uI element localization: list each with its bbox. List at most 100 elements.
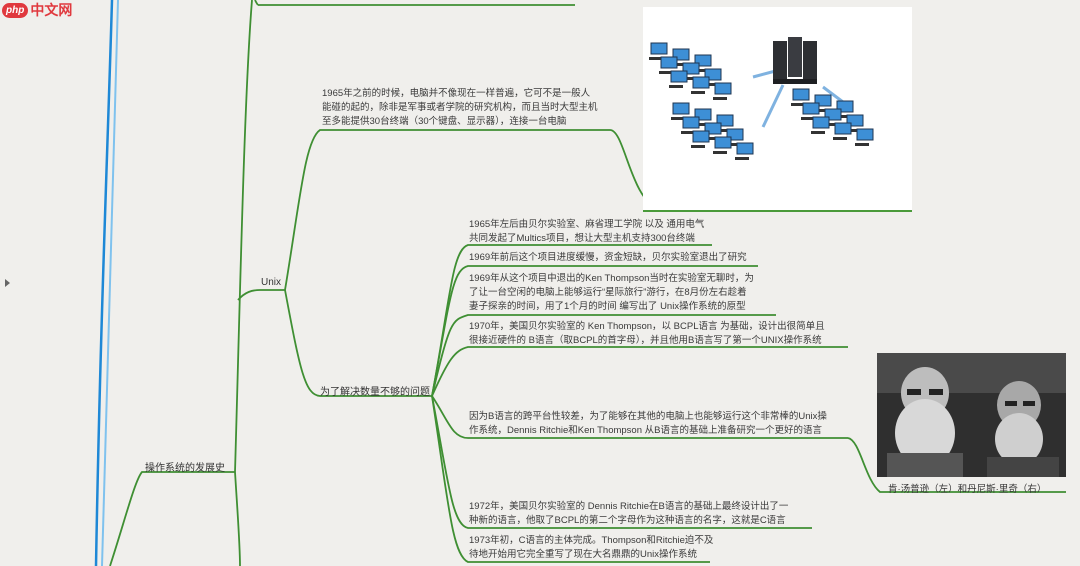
- text-line: 1965年左后由贝尔实验室、麻省理工学院 以及 通用电气: [469, 219, 705, 230]
- monitor-icon: [736, 142, 754, 155]
- monitor-icon: [814, 94, 832, 107]
- logo-text: 中文网: [30, 2, 73, 18]
- branch-line: [237, 289, 285, 301]
- monitor-icon: [692, 130, 710, 143]
- text-line: 能碰的起的，除非是军事或者学院的研究机构，而且当时大型主机: [322, 102, 598, 113]
- keyboard-icon: [681, 77, 695, 80]
- text-line: 共同发起了Multics项目，想让大型主机支持300台终端: [469, 233, 695, 244]
- keyboard-icon: [693, 123, 707, 126]
- keyboard-icon: [811, 131, 825, 134]
- branch-line: [234, 471, 241, 566]
- php-watermark-logo: php 中文网: [2, 2, 72, 18]
- logo-badge: php: [2, 2, 29, 18]
- text-line: 1969年从这个项目中退出的Ken Thompson当时在实验室无聊时，为: [469, 273, 754, 284]
- keyboard-icon: [713, 151, 727, 154]
- keyboard-icon: [671, 117, 685, 120]
- branch-line: [431, 395, 848, 439]
- photo-caption: 肯·汤普逊（左）和丹尼斯·里奇（右）: [888, 484, 1047, 495]
- text-line: 1965年之前的时候，电脑并不像现在一样普遍，它可不是一般人: [322, 88, 591, 99]
- node-b-language[interactable]: 因为B语言的跨平台性较差，为了能够在其他的电脑上也能够运行这个非常棒的Unix操…: [469, 410, 827, 438]
- monitor-icon: [726, 128, 744, 141]
- monitor-icon: [834, 122, 852, 135]
- text-line: 至多能提供30台终端（30个键盘、显示器），连接一台电脑: [322, 116, 567, 127]
- monitor-icon: [716, 114, 734, 127]
- keyboard-icon: [703, 137, 717, 140]
- collapse-arrow-icon[interactable]: [5, 279, 10, 287]
- monitor-icon: [836, 100, 854, 113]
- node-c-1972[interactable]: 1972年，美国贝尔实验室的 Dennis Ritchie在B语言的基础上最终设…: [469, 500, 788, 528]
- network-diagram-image: [643, 7, 912, 212]
- text-line: 了让一台空闲的电脑上能够运行“星际旅行”游行，在8月份左右趁着: [469, 287, 747, 298]
- monitor-icon: [704, 122, 722, 135]
- keyboard-icon: [813, 109, 827, 112]
- monitor-icon: [714, 82, 732, 95]
- text-line: 1970年，美国贝尔实验室的 Ken Thompson，以 BCPL语言 为基础…: [469, 321, 825, 332]
- branch-line: [431, 265, 758, 397]
- portrait-photo: [877, 353, 1066, 477]
- branch-line: [431, 395, 710, 563]
- text-line: 妻子探亲的时间，用了1个月的时间 编写出了 Unix操作系统的原型: [469, 301, 746, 312]
- monitor-icon: [714, 136, 732, 149]
- keyboard-icon: [791, 103, 805, 106]
- node-dev-history[interactable]: 操作系统的发展史: [145, 463, 225, 474]
- server-icon: [773, 37, 817, 84]
- node-solve-problem[interactable]: 为了解决数量不够的问题: [320, 387, 430, 398]
- network-illustration: [649, 37, 874, 160]
- keyboard-icon: [671, 63, 685, 66]
- keyboard-icon: [659, 71, 673, 74]
- branch-line: [431, 314, 776, 397]
- branch-line: [847, 437, 1066, 493]
- branch-line: [284, 129, 610, 291]
- spine-line: [101, 0, 119, 566]
- branch-line: [234, 0, 253, 473]
- monitor-icon: [802, 102, 820, 115]
- node-unix[interactable]: Unix: [261, 277, 282, 288]
- monitor-icon: [792, 88, 810, 101]
- ken-dennis-photo: [877, 353, 1066, 477]
- monitor-icon: [660, 56, 678, 69]
- keyboard-icon: [681, 131, 695, 134]
- monitor-icon: [682, 116, 700, 129]
- text-line: 很接近硬件的 B语言（取BCPL的首字母），并且他用B语言写了第一个UNIX操作…: [469, 335, 822, 346]
- keyboard-icon: [833, 137, 847, 140]
- branch-line: [254, 0, 259, 6]
- text-line: 种新的语言，他取了BCPL的第二个字母作为这种语言的名字，这就是C语言: [469, 515, 786, 526]
- branch-line: [109, 471, 235, 566]
- keyboard-icon: [823, 123, 837, 126]
- branch-line: [431, 346, 848, 397]
- monitor-icon: [672, 102, 690, 115]
- monitor-icon: [670, 70, 688, 83]
- keyboard-icon: [691, 91, 705, 94]
- node-bcpl-1970[interactable]: 1970年，美国贝尔实验室的 Ken Thompson，以 BCPL语言 为基础…: [469, 320, 825, 348]
- node-ken-1969[interactable]: 1969年从这个项目中退出的Ken Thompson当时在实验室无聊时，为 了让…: [469, 272, 754, 314]
- monitor-icon: [650, 42, 668, 55]
- keyboard-icon: [713, 97, 727, 100]
- branch-line: [431, 395, 812, 529]
- text-line: 待地开始用它完全重写了现在大名鼎鼎的Unix操作系统: [469, 549, 698, 560]
- monitor-icon: [704, 68, 722, 81]
- text-line: 作系统，Dennis Ritchie和Ken Thompson 从B语言的基础上…: [469, 425, 822, 436]
- branch-line: [284, 289, 432, 397]
- monitor-icon: [846, 114, 864, 127]
- monitor-icon: [672, 48, 690, 61]
- keyboard-icon: [693, 69, 707, 72]
- keyboard-icon: [703, 83, 717, 86]
- monitor-icon: [856, 128, 874, 141]
- keyboard-icon: [725, 143, 739, 146]
- keyboard-icon: [669, 85, 683, 88]
- keyboard-icon: [855, 143, 869, 146]
- node-mainframe-text[interactable]: 1965年之前的时候，电脑并不像现在一样普遍，它可不是一般人 能碰的起的，除非是…: [322, 87, 598, 129]
- node-quit-1969[interactable]: 1969年前后这个项目进度缓慢，资金短缺，贝尔实验室退出了研究: [469, 251, 747, 265]
- node-multics[interactable]: 1965年左后由贝尔实验室、麻省理工学院 以及 通用电气 共同发起了Multic…: [469, 218, 704, 246]
- text-line: 1972年，美国贝尔实验室的 Dennis Ritchie在B语言的基础上最终设…: [469, 501, 789, 512]
- text-line: 1973年初，C语言的主体完成。Thompson和Ritchie迫不及: [469, 535, 714, 546]
- monitor-icon: [812, 116, 830, 129]
- keyboard-icon: [649, 57, 663, 60]
- node-c-1973[interactable]: 1973年初，C语言的主体完成。Thompson和Ritchie迫不及 待地开始…: [469, 534, 713, 562]
- spine-line: [94, 0, 114, 566]
- monitor-icon: [692, 76, 710, 89]
- text-line: 因为B语言的跨平台性较差，为了能够在其他的电脑上也能够运行这个非常棒的Unix操: [469, 411, 827, 422]
- keyboard-icon: [845, 129, 859, 132]
- monitor-icon: [824, 108, 842, 121]
